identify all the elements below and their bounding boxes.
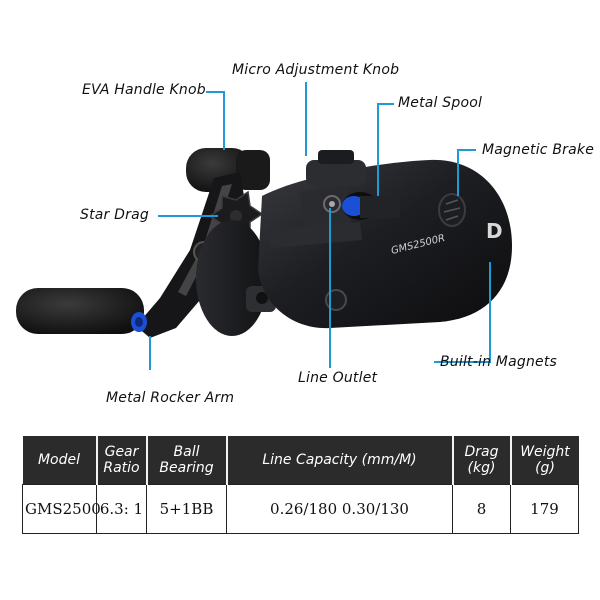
metal-spool bbox=[342, 192, 400, 220]
cell-line-capacity: 0.26/180 0.30/130 bbox=[226, 484, 453, 534]
magnetic-brake-dial bbox=[438, 193, 466, 227]
callout-eva-handle-knob: EVA Handle Knob bbox=[82, 82, 206, 98]
callout-built-in-magnets: Built-in Magnets bbox=[440, 354, 558, 370]
leader-metal-spool bbox=[377, 103, 394, 196]
eva-handle-knob-lower bbox=[16, 288, 147, 334]
leader-magnetic-brake bbox=[457, 149, 476, 196]
cell-gear-ratio: 6.3: 1 bbox=[96, 484, 147, 534]
header-weight: Weight(g) bbox=[510, 436, 579, 485]
cell-weight: 179 bbox=[510, 484, 579, 534]
callout-metal-spool: Metal Spool bbox=[398, 95, 483, 111]
callout-micro-adjustment-knob: Micro Adjustment Knob bbox=[232, 62, 400, 78]
cell-ball-bearing: 5+1BB bbox=[146, 484, 227, 534]
callout-metal-rocker-arm: Metal Rocker Arm bbox=[106, 390, 235, 406]
handle-side-plate bbox=[196, 220, 276, 336]
cell-model: GMS2500 bbox=[22, 484, 101, 534]
line-outlet bbox=[268, 195, 362, 248]
callout-line-outlet: Line Outlet bbox=[298, 370, 378, 386]
cell-drag: 8 bbox=[452, 484, 511, 534]
reel-brand-print: D bbox=[486, 219, 503, 243]
callout-star-drag: Star Drag bbox=[80, 207, 149, 223]
leader-lines bbox=[149, 82, 491, 370]
table-row: GMS2500 6.3: 1 5+1BB 0.26/180 0.30/130 8… bbox=[22, 484, 579, 534]
leader-eva-handle-knob bbox=[206, 91, 225, 150]
callout-magnetic-brake: Magnetic Brake bbox=[482, 142, 595, 158]
header-model: Model bbox=[22, 436, 98, 485]
header-drag: Drag(kg) bbox=[452, 436, 512, 485]
header-line-capacity: Line Capacity (mm/M) bbox=[226, 436, 454, 485]
leader-built-in-magnets bbox=[434, 262, 491, 363]
